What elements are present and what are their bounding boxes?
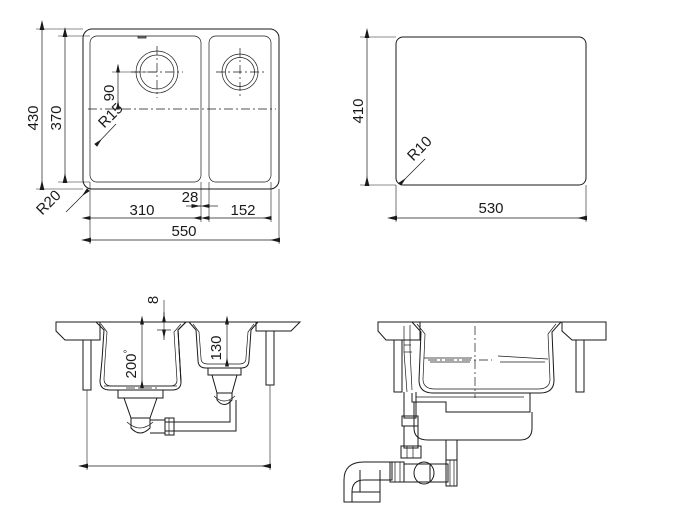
section-front-dim-130-label: 130: [208, 335, 225, 360]
plan-leader-r20: [65, 188, 90, 213]
section-front-dim-200-label: 200°: [123, 349, 140, 378]
cutout-dim-530-label: 530: [478, 200, 503, 217]
section-side-ledge-3: [497, 355, 549, 360]
section-front-right-bracket: [255, 321, 302, 470]
section-front-main-bowl-outer: [95, 321, 187, 391]
plan-dim-310-label: 310: [129, 202, 154, 219]
plan-outer-outline: [82, 28, 280, 190]
section-side-drain-body: [413, 402, 533, 441]
section-front-divider: [177, 321, 187, 383]
section-side-siphon-assembly: [343, 392, 458, 503]
cutout-outline: [395, 36, 587, 186]
section-front-bottom-left: 8 200° 130: [55, 296, 302, 470]
plan-dim-r20-label: R20: [33, 187, 64, 218]
section-side-bowl-outer: [411, 321, 562, 394]
section-side-overflow-channel: [403, 325, 413, 393]
section-side-drain-seat: [411, 393, 531, 413]
plan-view-top-left: 430 370 90 R15 R20 310 28 152: [25, 20, 280, 244]
cutout-view-top-right: 410 R10 530: [350, 28, 587, 222]
plan-dim-r15-label: R15: [95, 100, 126, 131]
section-side-bowl-inner: [416, 323, 557, 390]
cutout-leader-r10: [398, 158, 426, 186]
plan-dim-90-label: 90: [101, 85, 118, 102]
section-front-small-drain-assembly: [207, 367, 242, 405]
section-side-right-bracket: [561, 321, 607, 393]
section-front-main-bowl-inner: [100, 323, 182, 387]
cutout-dim-r10-label: R10: [404, 133, 435, 164]
plan-dim-430-label: 430: [25, 105, 42, 130]
section-front-left-bracket: [55, 321, 101, 470]
section-front-dim-8-label: 8: [145, 296, 162, 304]
plan-dim-152-label: 152: [230, 202, 255, 219]
plan-leader-r15: [94, 123, 117, 147]
section-front-main-drain-assembly: [117, 389, 164, 434]
plan-dim-550-label: 550: [171, 223, 196, 240]
section-front-small-bowl-inner: [192, 323, 255, 365]
section-side-left-bracket: [377, 321, 421, 393]
cutout-dim-410-label: 410: [350, 98, 367, 123]
plan-dim-28-label: 28: [182, 189, 199, 206]
section-front-waste-pipe: [150, 400, 237, 436]
plan-dim-370-label: 370: [48, 105, 65, 130]
section-side-bottom-right: [343, 321, 607, 503]
